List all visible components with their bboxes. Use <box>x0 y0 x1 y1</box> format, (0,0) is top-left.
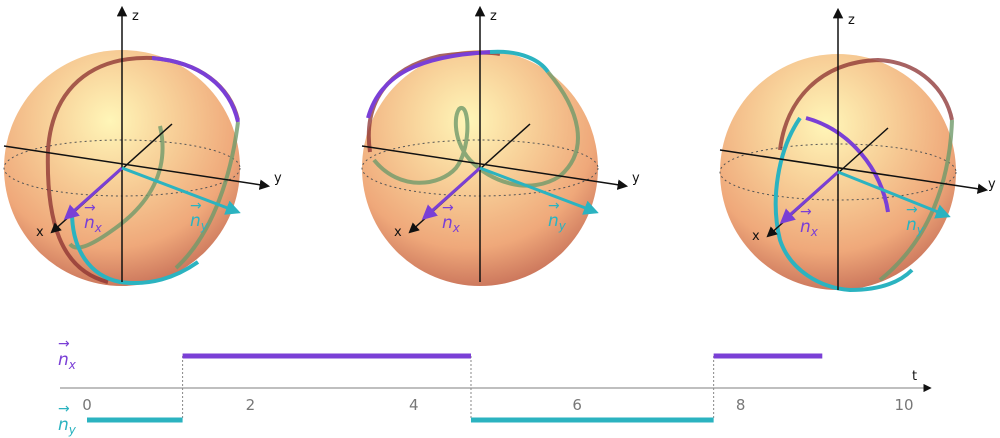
y-axis-label: y <box>632 171 640 186</box>
ny-label: ny <box>190 211 209 233</box>
tick-label: 0 <box>82 396 92 414</box>
nx-vector <box>63 166 123 220</box>
nx-label: nx <box>442 213 461 235</box>
y-axis-label: y <box>274 171 282 186</box>
ny-vector <box>121 166 241 215</box>
timeline-ny-arrow-accent: → <box>58 401 70 417</box>
y-axis <box>719 149 989 194</box>
trajectory-purple <box>151 56 240 123</box>
tick-label: 4 <box>409 396 419 414</box>
trajectory-purple <box>366 50 491 119</box>
timeline-nx-arrow-accent: → <box>58 336 70 352</box>
trajectory-cyan <box>489 49 550 74</box>
trajectory-cyan <box>70 211 200 285</box>
bloch-sphere-2: z y x nx → ny → <box>361 5 640 286</box>
trajectory-cyan <box>773 116 914 293</box>
tick-label: 8 <box>736 396 746 414</box>
bloch-sphere-1: z y x nx → ny → <box>3 5 282 286</box>
tick-labels: 0 2 4 6 8 10 <box>82 396 913 414</box>
trajectory-purple <box>805 116 890 213</box>
ny-arrow-accent: → <box>190 198 202 214</box>
x-axis-label: x <box>752 229 760 244</box>
tick-label: 2 <box>246 396 256 414</box>
tick-label: 6 <box>572 396 582 414</box>
bloch-sphere-3: z y x nx → ny → <box>719 7 996 293</box>
z-axis-label: z <box>132 9 139 24</box>
x-axis-label: x <box>394 225 402 240</box>
time-axis-label: t <box>912 369 917 384</box>
timeline-nx-label: nx <box>58 350 77 372</box>
ny-vector <box>837 170 951 219</box>
nx-label: nx <box>84 213 103 235</box>
ny-label: ny <box>906 215 925 237</box>
z-axis-label: z <box>848 13 855 28</box>
timeline-ny-label: ny <box>58 415 77 437</box>
switch-lines <box>182 356 715 420</box>
nx-label: nx <box>800 217 819 239</box>
trajectory-green <box>372 70 580 188</box>
ny-arrow-accent: → <box>548 198 560 214</box>
x-axis-label: x <box>36 225 44 240</box>
y-axis-label: y <box>988 177 996 192</box>
nx-vector <box>779 170 839 224</box>
control-timeline: t nx → ny → 0 2 4 6 8 10 <box>58 336 932 437</box>
ny-vector <box>479 166 599 215</box>
nx-arrow-accent: → <box>442 200 454 216</box>
control-bars <box>87 353 823 423</box>
trajectory-green <box>878 119 954 282</box>
ny-arrow-accent: → <box>906 202 918 218</box>
y-axis <box>3 145 271 190</box>
nx-arrow-accent: → <box>84 200 96 216</box>
trajectory-dark <box>778 57 954 151</box>
z-axis-label: z <box>490 9 497 24</box>
nx-arrow-accent: → <box>800 204 812 220</box>
tick-label: 10 <box>894 396 913 414</box>
ny-label: ny <box>548 211 567 233</box>
nx-vector <box>421 166 481 220</box>
y-axis <box>361 145 629 190</box>
